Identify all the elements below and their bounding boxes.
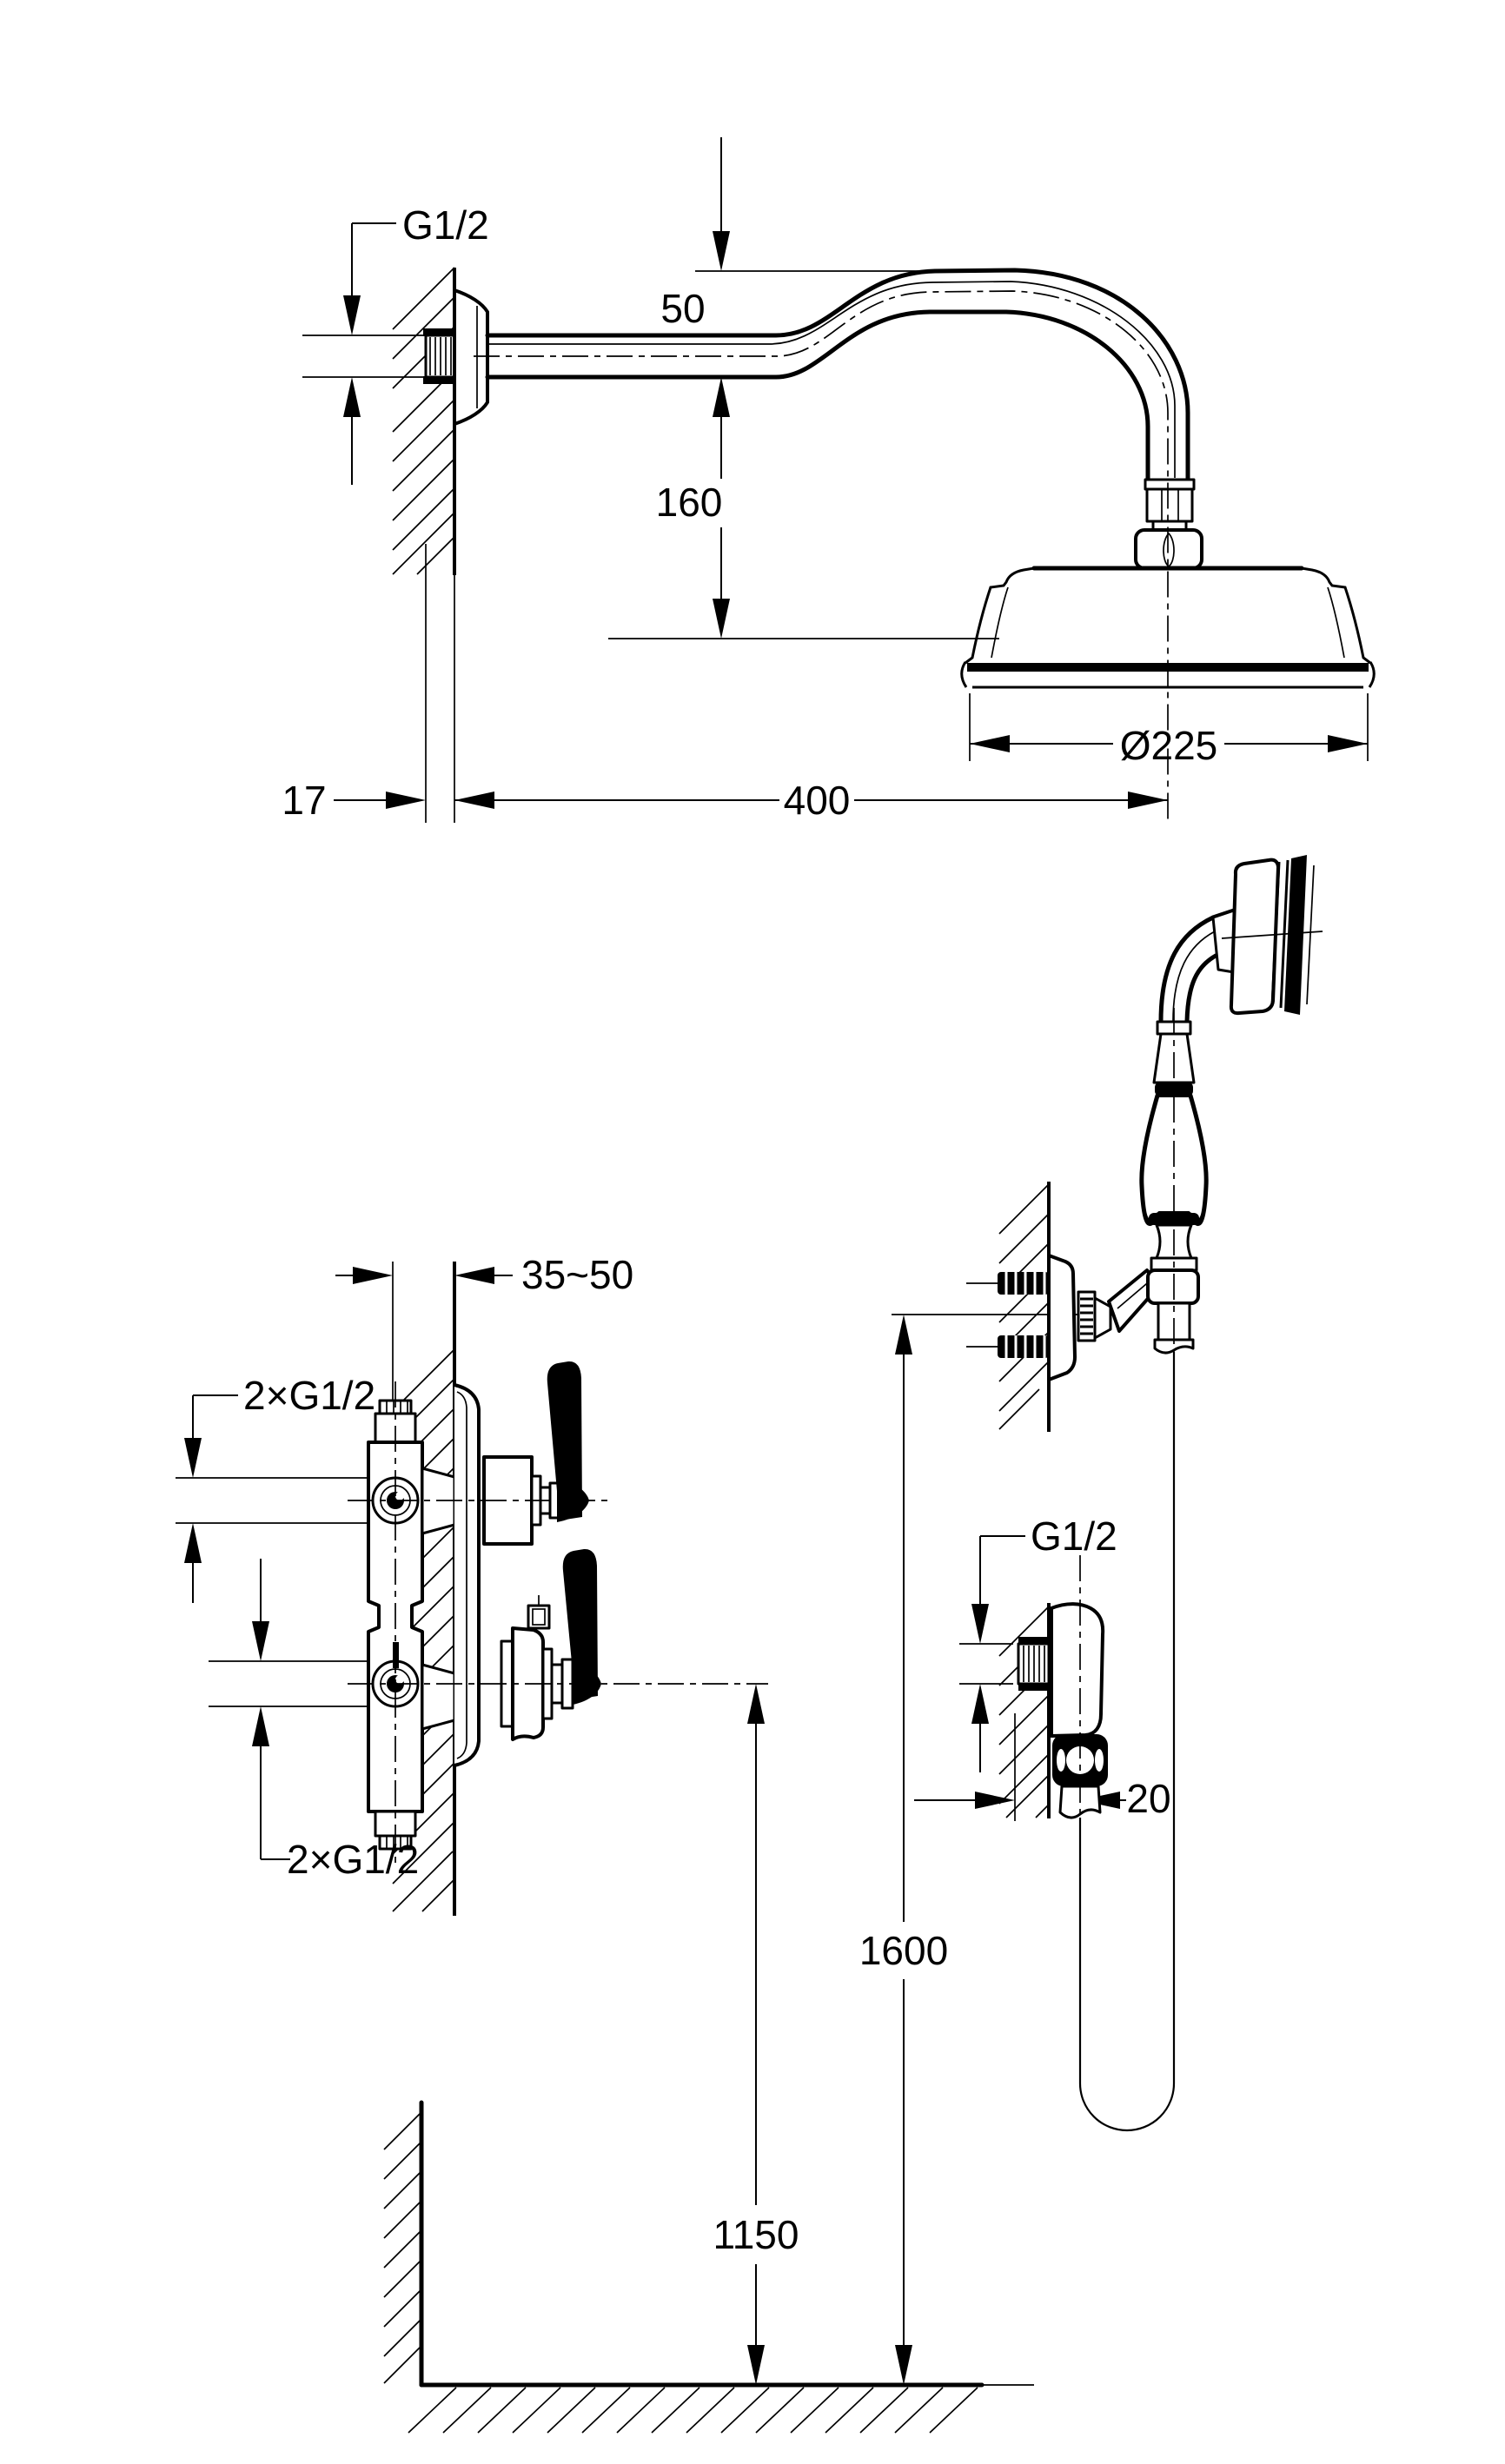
label-head-diameter: Ø225 (1120, 723, 1218, 768)
thermostat-handle-trim (482, 1361, 589, 1546)
label-wall-clearance: 17 (282, 778, 326, 823)
dim-dia-225 (969, 693, 1369, 761)
label-holder-height: 1600 (859, 1928, 948, 1973)
hand-shower-face-plate (1284, 855, 1307, 1015)
label-drop-height: 160 (656, 480, 723, 525)
dim-35-50 (335, 1267, 513, 1284)
shower-arm (485, 268, 1190, 486)
hand-shower (1139, 855, 1323, 1355)
dim-arm-thread-g12 (302, 222, 426, 485)
dim-valve-top-ports (176, 1394, 368, 1603)
label-outlet-thread: G1/2 (1031, 1514, 1117, 1559)
volume-lever (562, 1548, 598, 1699)
label-lower-connections: 2×G1/2 (287, 1837, 419, 1882)
volume-handle-trim (500, 1548, 601, 1741)
dimension-labels: G1/2 50 160 Ø225 17 400 35~50 2×G1/2 2×G… (243, 202, 1217, 2257)
floor-section (419, 2100, 1034, 2388)
label-arm-thread: G1/2 (402, 202, 489, 248)
dim-outlet-thread-g12 (959, 1535, 1025, 1772)
wall-outlet-elbow (1017, 1602, 1108, 1819)
label-upper-connections: 2×G1/2 (243, 1373, 375, 1418)
floor-hatch (383, 2111, 978, 2434)
centerlines (348, 290, 1175, 1868)
valve-escutcheon-plate (454, 1383, 481, 1767)
handle-in-holder (1146, 1268, 1200, 1305)
dim-1600 (892, 1314, 1077, 2385)
dim-160 (608, 417, 999, 639)
label-curve-rise: 50 (660, 286, 705, 331)
dim-17 (334, 792, 426, 809)
label-arm-reach: 400 (784, 778, 851, 823)
valve-lower-boss (421, 1663, 456, 1731)
dim-valve-bottom-ports (209, 1559, 368, 1860)
hand-shower-wall-bracket (1047, 1254, 1161, 1381)
label-valve-height: 1150 (713, 2212, 799, 2257)
wall-hatch-top (392, 267, 455, 575)
dim-400 (454, 792, 1168, 809)
dim-1150 (747, 1684, 765, 2385)
arm-wall-thread (423, 328, 457, 384)
arm-swivel-joint (1134, 478, 1203, 570)
thermostatic-valve-body (367, 1399, 456, 1851)
shower-hose (1078, 1352, 1176, 2132)
label-install-depth: 35~50 (521, 1252, 633, 1297)
thermostat-lever (547, 1361, 582, 1520)
hand-shower-head (1211, 855, 1323, 1016)
label-outlet-offset: 20 (1126, 1776, 1170, 1821)
arm-wall-flange (453, 288, 489, 426)
bracket-screws (966, 1272, 1049, 1358)
wall-hatch-bracket (998, 1183, 1050, 1430)
